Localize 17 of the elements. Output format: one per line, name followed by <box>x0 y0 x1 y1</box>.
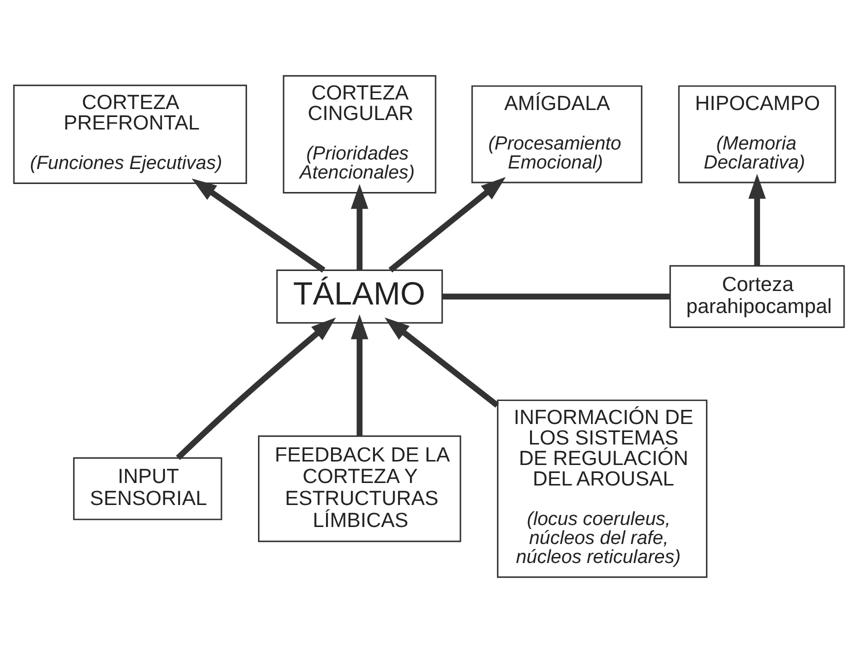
node-box: AMÍGDALA (Procesamiento Emocional) <box>471 84 642 183</box>
node-box: HIPOCAMPO (Memoria Declarativa) <box>678 84 836 183</box>
arrow <box>176 317 336 460</box>
node-box: TÁLAMO <box>276 269 443 324</box>
arrow <box>192 178 326 272</box>
node-box: CORTEZA PREFRONTAL (Funciones Ejecutivas) <box>13 84 248 184</box>
arrow <box>748 173 766 265</box>
node-box: INFORMACIÓN DE LOS SISTEMAS DE REGULACIÓN DEL AROUSAL (locus coeruleus, núcleos del rafe, núcleos reticulares) <box>496 399 708 578</box>
node-box: Corteza parahipocampal <box>669 264 845 328</box>
node-box: INPUT SENSORIAL <box>73 456 222 520</box>
node-box: CORTEZA CINGULAR (Prioridades Atencionales) <box>282 74 436 193</box>
arrow <box>350 314 368 436</box>
arrow <box>384 317 499 408</box>
connector <box>442 293 670 299</box>
node-box: FEEDBACK DE LA CORTEZA Y ESTRUCTURAS LÍMBICAS <box>258 434 462 542</box>
arrow <box>388 176 506 272</box>
arrow <box>350 183 368 270</box>
